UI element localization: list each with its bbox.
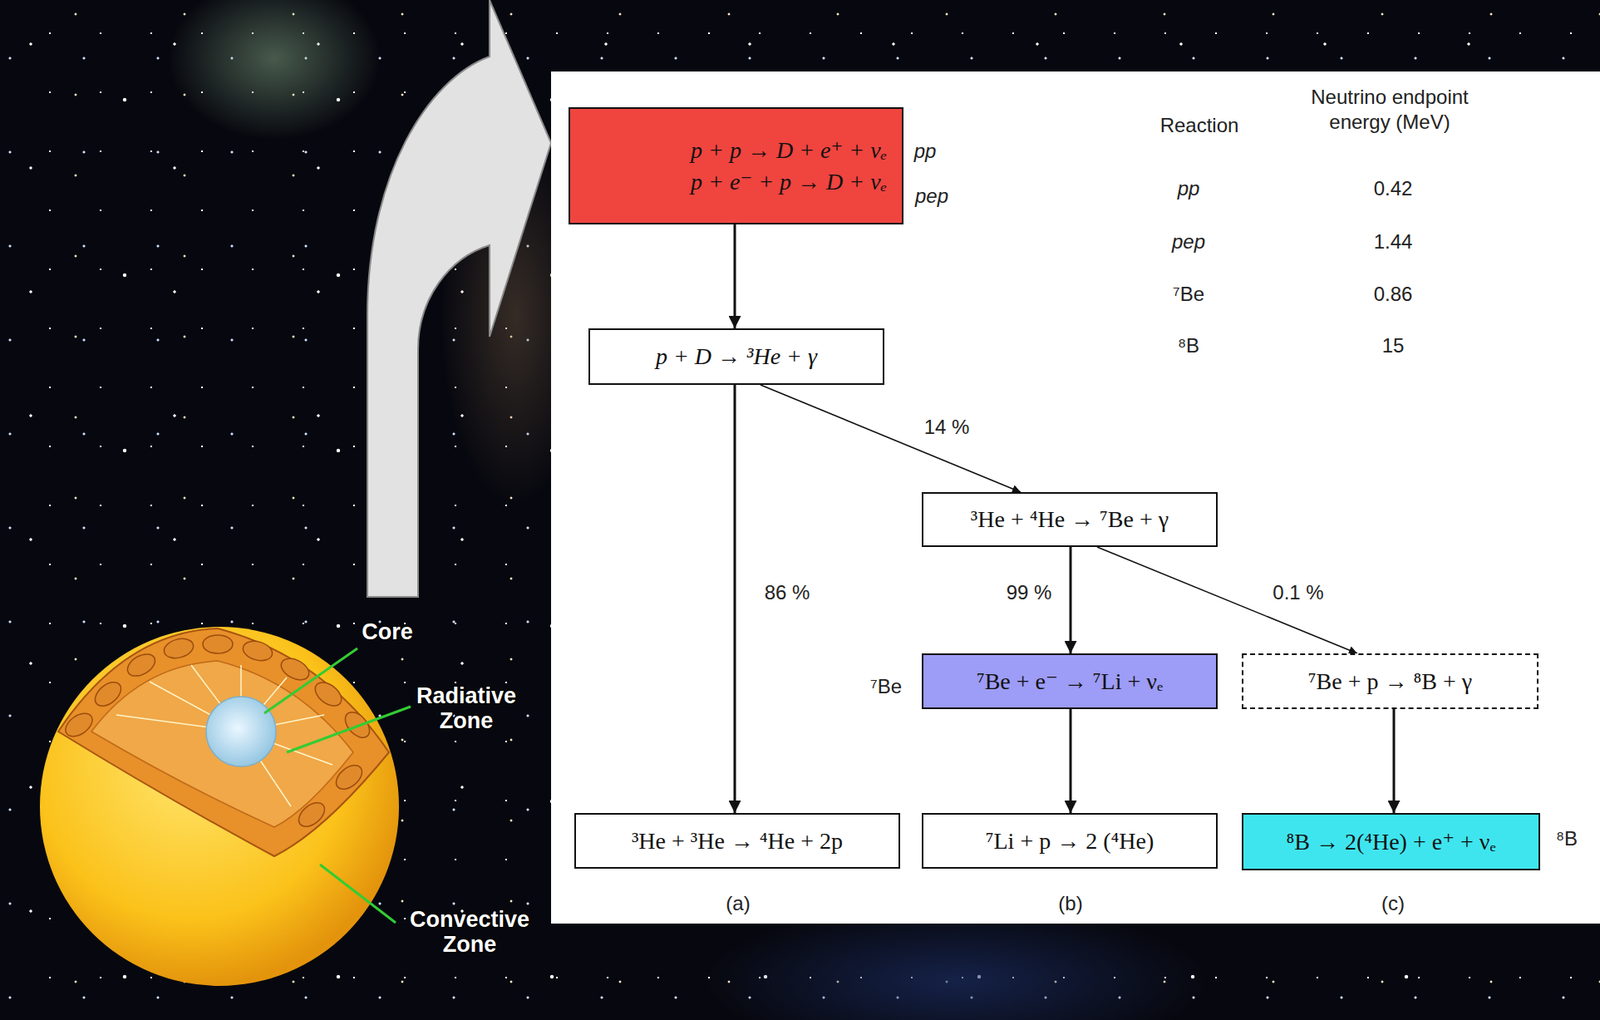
zoom-arrow: [367, 0, 552, 597]
flow-arrow: [733, 384, 737, 813]
reaction-tag: pep: [915, 183, 949, 209]
reaction-tag: ⁸B: [1555, 826, 1578, 852]
sun-sphere: [39, 626, 399, 986]
reaction-box: ⁷Be + p → ⁸B + γ: [1241, 653, 1539, 709]
reaction-box: ⁷Be + e⁻ → ⁷Li + νₑ: [921, 653, 1218, 709]
reaction-tag: pp: [914, 138, 937, 164]
reaction-text: p + e⁻ + p → D + νₑ: [690, 166, 887, 198]
reaction-box: ³He + ³He → ⁴He + 2p: [574, 812, 901, 869]
table-cell: pep: [1171, 229, 1206, 255]
reaction-tag: ⁷Be: [870, 674, 902, 700]
reaction-text: ⁸B → 2(⁴He) + e⁺ + νₑ: [1285, 826, 1496, 858]
branch-percent: 86 %: [761, 580, 814, 606]
core-disc: [206, 696, 276, 767]
reaction-text: ³He + ⁴He → ⁷Be + γ: [970, 503, 1169, 536]
zone-label: Radiative Zone: [403, 684, 529, 734]
radiative-lines: [116, 664, 333, 807]
reaction-text: p + D → ³He + γ: [655, 340, 818, 373]
reaction-text: ³He + ³He → ⁴He + 2p: [631, 825, 843, 857]
flow-arrow: [1097, 546, 1358, 654]
leader-lines: [264, 648, 411, 923]
table-cell: 15: [1382, 333, 1405, 359]
zone-label: Convective Zone: [397, 907, 543, 957]
branch-percent: 99 %: [1003, 580, 1056, 606]
table-cell: ⁷Be: [1172, 281, 1205, 307]
reaction-box: p + p → D + e⁺ + νₑp + e⁻ + p → D + νₑ: [568, 107, 904, 225]
branch-percent: 14 %: [920, 414, 974, 440]
branch-label: (c): [1381, 891, 1405, 916]
reaction-text: p + p → D + e⁺ + νₑ: [690, 134, 887, 167]
flow-arrow: [1069, 546, 1073, 654]
table-cell: ⁸B: [1177, 333, 1200, 359]
flow-arrow: [760, 384, 1021, 493]
table-header: Reaction: [1160, 113, 1240, 138]
convective-cells: [61, 635, 375, 832]
reaction-text: ⁷Li + p → 2 (⁴He): [985, 825, 1155, 857]
flow-arrow: [1393, 708, 1396, 813]
flow-arrow: [1069, 708, 1073, 813]
table-cell: 1.44: [1373, 229, 1413, 255]
reaction-text: ⁷Be + e⁻ → ⁷Li + νₑ: [976, 665, 1163, 698]
table-header: Neutrino endpoint energy (MeV): [1289, 84, 1490, 135]
reaction-box: p + D → ³He + γ: [588, 328, 885, 385]
branch-label: (a): [725, 891, 750, 916]
table-cell: 0.86: [1373, 281, 1413, 307]
reaction-text: ⁷Be + p → ⁸B + γ: [1308, 665, 1472, 698]
table-cell: 0.42: [1373, 176, 1413, 202]
branch-label: (b): [1058, 891, 1083, 916]
zone-label: Core: [361, 620, 414, 645]
reaction-box: ⁸B → 2(⁴He) + e⁺ + νₑ: [1241, 812, 1541, 871]
flow-arrow: [733, 224, 737, 329]
reaction-box: ³He + ⁴He → ⁷Be + γ: [921, 492, 1218, 547]
reaction-box: ⁷Li + p → 2 (⁴He): [921, 812, 1218, 869]
table-cell: pp: [1177, 176, 1201, 202]
branch-percent: 0.1 %: [1269, 580, 1327, 606]
